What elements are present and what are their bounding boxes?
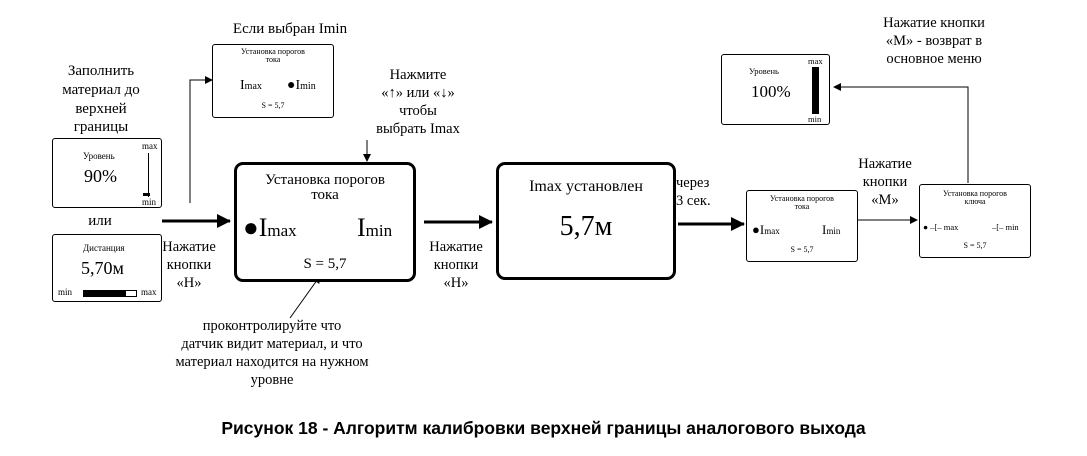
label-press-arrows: Нажмите «↑» или «↓» чтобы выбрать Imax xyxy=(376,67,460,138)
screen-level-100: Уровень 100% max min xyxy=(721,54,830,125)
distance-min-label: min xyxy=(58,287,73,297)
imin-option-selected: ●Imin xyxy=(287,78,316,93)
level-bar xyxy=(143,193,150,196)
label-or: или xyxy=(88,213,112,229)
label-press-m: Нажатие кнопки «М» xyxy=(858,156,912,209)
arrow-to-small-thresholds xyxy=(189,76,213,203)
level-bar xyxy=(812,67,819,114)
level-min-label: min xyxy=(142,197,157,207)
s-value: S = 5,7 xyxy=(261,101,285,110)
screen-thresholds-main: Установка порогов тока ●Imax Imin S = 5,… xyxy=(234,162,416,282)
level-value: 100% xyxy=(751,82,791,101)
screen-imax-set: Imax установлен 5,7м xyxy=(496,162,676,280)
screen-thresholds-small: Установка порогов тока Imax ●Imin S = 5,… xyxy=(212,44,334,118)
arrow-to-level-100 xyxy=(833,83,969,183)
imin-option: Imin xyxy=(822,222,841,237)
key-min-option: –[– min xyxy=(992,222,1019,232)
s-value: S = 5,7 xyxy=(303,256,347,272)
imax-option-selected: ●Imax xyxy=(752,222,780,237)
screen-thresholds-right: Установка порогов тока ●Imax Imin S = 5,… xyxy=(746,190,858,262)
distance-value: 5,70м xyxy=(81,258,124,278)
screen-title: Imax установлен xyxy=(529,178,643,195)
s-value: S = 5,7 xyxy=(790,245,814,254)
imax-option-selected: ●Imax xyxy=(243,213,297,242)
imax-value: 5,7м xyxy=(559,211,613,242)
distance-max-label: max xyxy=(141,287,157,297)
label-press-h-1: Нажатие кнопки «Н» xyxy=(162,239,216,292)
label-after-3s: через 3 сек. xyxy=(676,175,711,210)
label-return-menu: Нажатие кнопки «М» - возврат в основное … xyxy=(883,15,985,68)
screen-title: Установка порогов ключа xyxy=(943,189,1007,207)
level-max-label: max xyxy=(142,141,158,151)
screen-title: Уровень xyxy=(749,66,779,76)
figure-caption: Рисунок 18 - Алгоритм калибровки верхней… xyxy=(221,418,866,438)
screen-key-thresholds: Установка порогов ключа ● –[– max –[– mi… xyxy=(919,184,1031,258)
imax-option: Imax xyxy=(240,78,262,93)
screen-title: Установка порогов тока xyxy=(770,194,834,212)
imin-option: Imin xyxy=(357,213,393,242)
distance-gauge-fill xyxy=(84,291,126,296)
s-value: S = 5,7 xyxy=(963,241,987,250)
level-min-label: min xyxy=(808,114,822,124)
screen-level-90: Уровень 90% max min xyxy=(52,138,162,208)
label-check-sensor: проконтролируйте что датчик видит матери… xyxy=(175,318,369,389)
label-if-imin: Если выбран Imin xyxy=(232,21,348,37)
screen-distance: Дистанция 5,70м min max xyxy=(52,234,162,302)
level-max-label: max xyxy=(808,56,823,66)
screen-title: Установка порогов тока xyxy=(265,172,385,203)
level-scale xyxy=(148,153,149,197)
label-press-h-2: Нажатие кнопки «Н» xyxy=(429,239,483,292)
screen-title: Дистанция xyxy=(83,243,125,253)
label-fill-material: Заполнить материал до верхней границы xyxy=(62,63,140,136)
screen-title: Установка порогов тока xyxy=(241,47,305,65)
screen-title: Уровень xyxy=(83,151,115,161)
key-max-option-selected: ● –[– max xyxy=(923,222,959,232)
level-value: 90% xyxy=(84,166,117,186)
distance-gauge xyxy=(83,290,137,297)
pointer-check-sensor xyxy=(289,275,321,319)
